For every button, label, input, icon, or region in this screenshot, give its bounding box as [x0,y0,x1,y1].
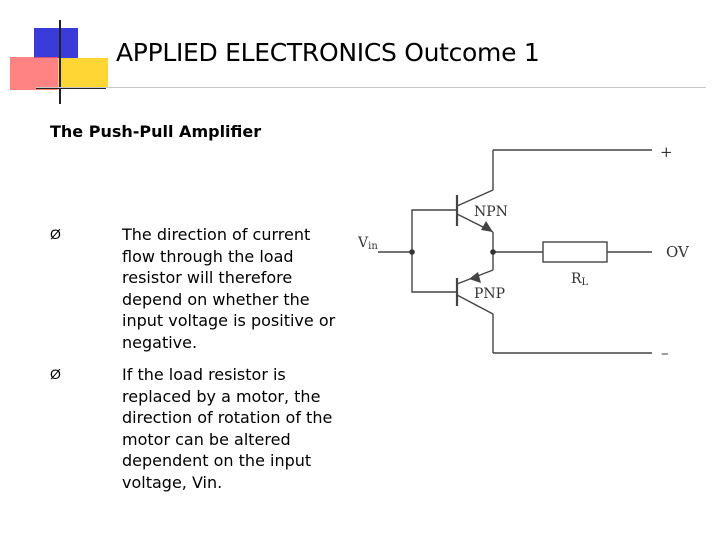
title-divider [36,87,706,88]
positive-terminal-label: + [660,143,673,161]
push-pull-circuit-diagram: + – Vin NPN PNP RL OV [357,143,690,362]
bullet-text: If the load resistor is replaced by a mo… [122,365,333,492]
pnp-emitter-arrow-icon [469,272,481,283]
bullet-arrow-icon: Ø [50,226,61,242]
slide-logo [10,20,108,104]
npn-emitter-arrow-icon [481,221,493,232]
base-junction-dot [409,249,415,255]
pnp-label: PNP [474,286,505,302]
base-connection-wire [411,209,457,293]
npn-label: NPN [474,204,508,220]
bullet-item: Ø The direction of current flow through … [50,224,350,353]
slide-title: APPLIED ELECTRONICS Outcome 1 [116,38,540,67]
pnp-collector [456,294,494,315]
logo-blue-square [34,28,78,58]
npn-collector [456,189,494,207]
emitter-junction-dot [490,249,496,255]
load-resistor-label: RL [571,271,589,288]
load-resistor [542,241,608,263]
logo-yellow-square [58,58,108,88]
bullet-arrow-icon: Ø [50,366,61,382]
slide-subtitle: The Push-Pull Amplifier [50,122,262,141]
ov-label: OV [666,243,690,261]
vin-label: Vin [357,235,378,252]
bullet-item: Ø If the load resistor is replaced by a … [50,364,350,493]
bullet-text: The direction of current flow through th… [122,225,336,352]
negative-terminal-label: – [661,344,669,362]
logo-red-square [10,57,58,90]
bullet-list: Ø The direction of current flow through … [50,224,350,493]
